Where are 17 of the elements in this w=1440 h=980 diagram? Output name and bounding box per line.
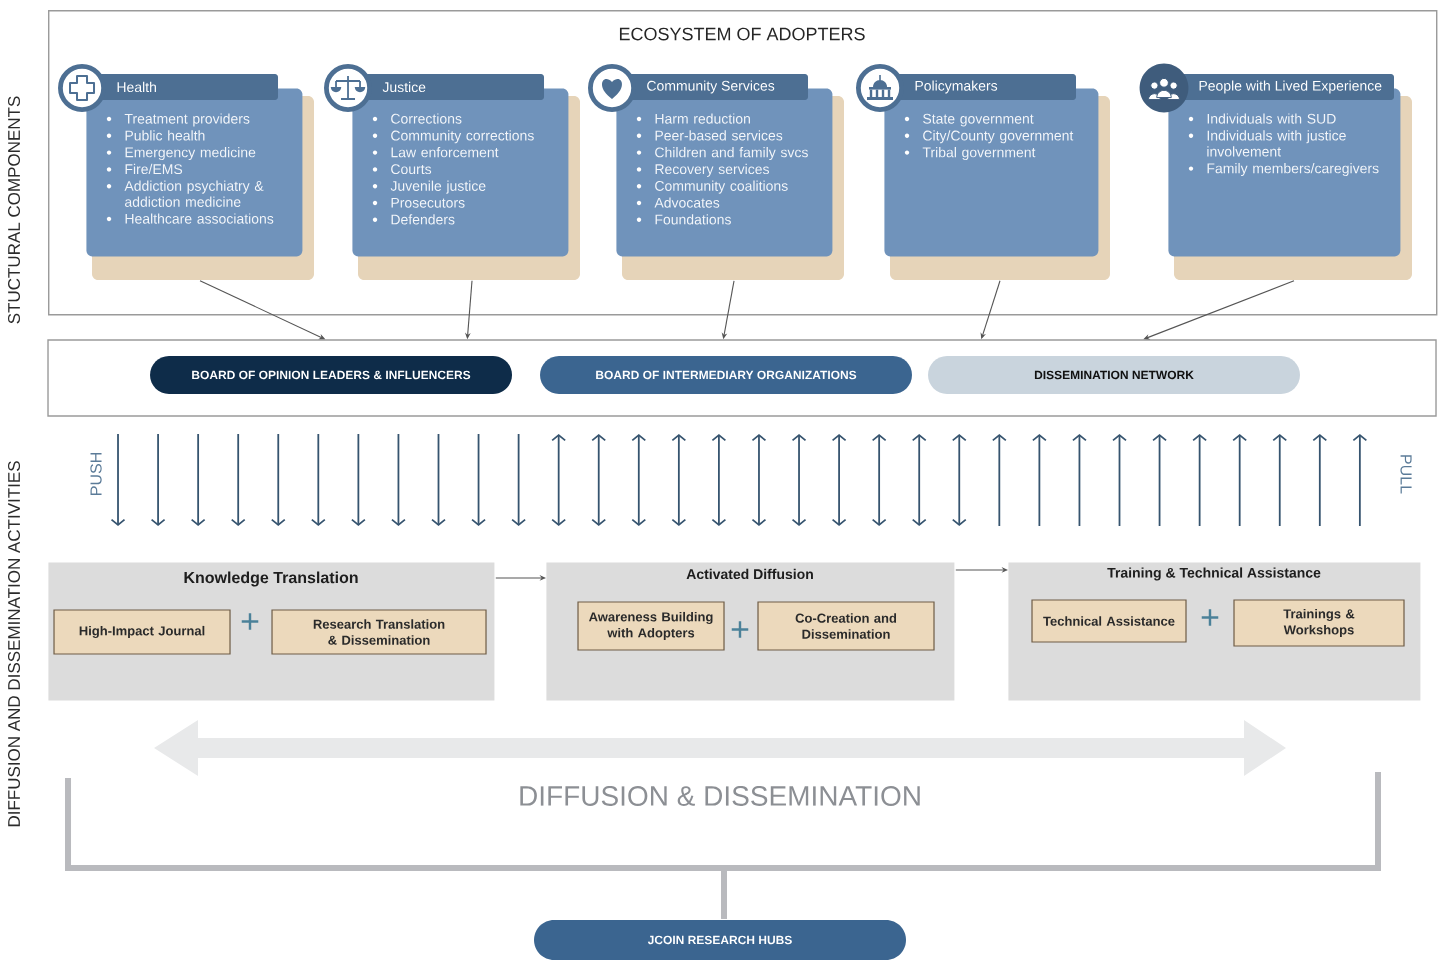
arrow [955,567,1008,573]
adopter-card [324,64,580,280]
direction-label: PUSH [90,453,102,495]
adopter-card [1139,63,1412,280]
adopter-card [856,64,1110,280]
panel-title: Knowledge Translation [184,571,358,587]
section-title: ECOSYSTEM OF ADOPTERS [619,27,865,41]
arrow-caption: DIFFUSION & DISSEMINATION [520,786,920,806]
direction-label: PULL [1400,455,1412,494]
section-label: DIFFUSION AND DISSEMINATION ACTIVITIES [8,461,21,827]
arrow [495,575,546,581]
section-label: STUCTURAL COMPONENTS [8,96,21,324]
plus-sign: + [731,621,749,638]
adopter-card [58,64,314,280]
plus-sign: + [241,613,259,630]
adopter-card [588,64,844,280]
plus-sign: + [1201,609,1219,626]
